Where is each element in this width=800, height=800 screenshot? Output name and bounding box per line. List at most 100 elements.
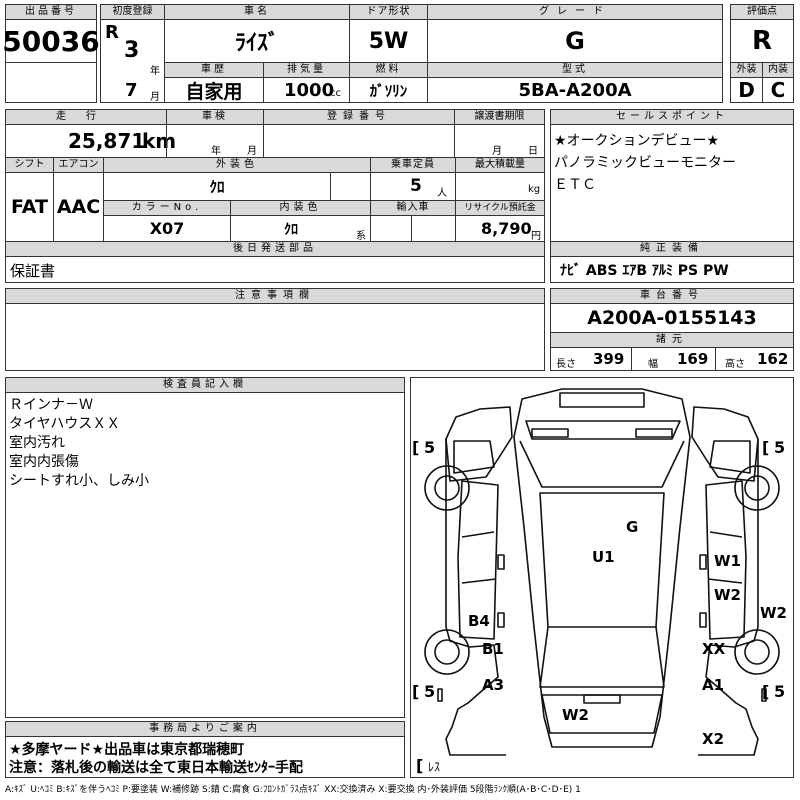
tire-tl-left-bracket: [ [412,438,419,457]
spare-left-bracket: [ [416,756,423,775]
displacement-label: 排気量 [263,62,350,78]
mileage: 25,871 [68,129,146,153]
mark-a3: A3 [482,676,504,694]
int-color-unit: 系 [356,231,366,242]
damage-diagram-frame [410,377,794,778]
mark-w2-right: W2 [714,586,741,604]
registration-box [263,124,455,158]
genuine-equipment-box [550,256,794,283]
tire-tl: 5 [424,438,435,457]
displacement-unit: cc [330,88,341,99]
aircon: AAC [53,172,104,242]
tire-bl: 5 [424,682,435,701]
car-name: ﾗｲｽﾞ [164,19,350,63]
grade-label: グレード [427,4,723,20]
height: 162 [757,350,789,368]
inspector-box [5,392,405,718]
right-side-outline [691,406,759,482]
int-color-box [230,215,371,242]
max-load-unit: kg [528,184,541,195]
exterior: D [730,77,763,103]
color-no: X07 [103,215,231,242]
tire-br-left-bracket: [ [762,682,769,701]
era: R [105,22,119,43]
capacity: 5 [410,176,422,196]
height-label: 高さ [725,359,745,370]
car-diagram: [ 5 [ 5 [ 5 [ 5 [ ﾚｽ G U1 W1 W2 W2 B4 B1… [412,388,787,775]
mileage-label: 走行 [5,109,167,125]
top-view-body [513,388,691,748]
sales-points-label: セールスポイント [550,109,794,125]
mark-xx: XX [702,640,726,658]
mark-b4: B4 [468,612,490,630]
mark-w2-far-right: W2 [760,604,787,622]
spare: ﾚｽ [428,760,440,774]
inspector-line-3: 室内汚れ [9,435,65,451]
genuine-equipment-label: 純正装備 [550,241,794,257]
month-unit: 月 [150,92,160,103]
lot-no-blank [5,62,97,103]
shift: FAT [5,172,54,242]
inspection-label: 車検 [166,109,264,125]
recycle: 8,790 [481,219,532,238]
int-color-label: 内装色 [230,200,371,216]
transfer-day-unit: 日 [528,146,538,157]
inspector-label: 検査員記入欄 [5,377,405,393]
interior: C [762,77,794,103]
inspection-month-unit: 月 [247,146,257,157]
import-label: 輸入車 [370,200,456,216]
inspector-line-5: シートすれ小、しみ小 [9,473,149,489]
import-box-2 [411,215,456,242]
import-box [370,215,412,242]
office-label: 事務局よりご案内 [5,721,405,737]
width-label: 幅 [648,359,658,370]
aircon-label: エアコン [53,157,104,173]
genuine-equipment: ﾅﾋﾞ ABS ｴｱB ｱﾙﾐ PS PW [560,263,729,279]
mark-g: G [626,518,638,536]
inspection-year-unit: 年 [211,146,221,157]
legend: A:ｷｽﾞ U:ﾍｺﾐ B:ｷｽﾞを伴うﾍｺﾐ P:要塗装 W:補修跡 S:錆 … [5,785,581,795]
displacement: 1000 [284,80,335,101]
later-parts: 保証書 [10,262,56,280]
length-label: 長さ [556,359,576,370]
door: 5W [349,19,428,63]
model-label: 型式 [427,62,723,78]
car-name-label: 車名 [164,4,350,20]
recycle-label: リサイクル預託金 [455,200,545,216]
chassis-no: A200A-0155143 [550,303,794,333]
door-label: ドア形状 [349,4,428,20]
lot-no-label: 出品番号 [5,4,97,20]
office-box [5,736,405,778]
specs-divider-1 [631,347,632,371]
ext-color-label: 外装色 [103,157,371,173]
specs-box [550,347,794,371]
score: R [730,19,794,63]
mark-x2: X2 [702,730,724,748]
width: 169 [677,350,709,368]
specs-label: 諸元 [550,332,794,348]
tire-bl-left-bracket: [ [412,682,419,701]
notes-label: 注意事項欄 [5,288,545,304]
transfer-month-unit: 月 [492,146,502,157]
color-no-label: カラーNo. [103,200,231,216]
shift-label: シフト [5,157,54,173]
inspector-line-4: 室内内張傷 [9,454,79,470]
max-load-label: 最大積載量 [455,157,545,173]
fuel-label: 燃料 [349,62,428,78]
history: 自家用 [164,77,264,103]
ext-color-extra [330,172,371,201]
lot-no: 50036 [2,19,100,63]
model: 5BA-A200A [427,77,723,103]
later-parts-label: 後日発送部品 [5,241,545,257]
tire-tr: 5 [774,438,785,457]
mark-u1: U1 [592,548,615,566]
ext-color: ｸﾛ [209,178,225,196]
later-parts-box [5,256,545,283]
sales-point-2: パノラミックビューモニター [554,155,736,171]
interior-label: 内装 [762,62,794,78]
specs-divider-2 [715,347,716,371]
recycle-unit: 円 [531,231,541,242]
year-unit: 年 [150,66,160,77]
first-reg-label: 初度登録 [100,4,165,20]
office-line-1: ★多摩ヤード★出品車は東京都瑞穂町 [9,742,245,758]
